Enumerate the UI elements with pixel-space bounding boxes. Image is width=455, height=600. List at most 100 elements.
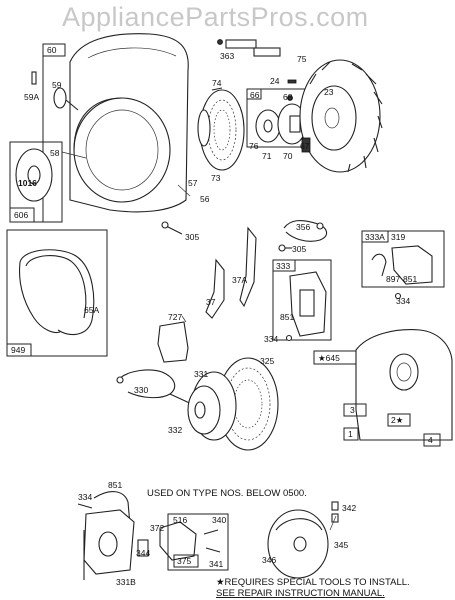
leader-342 (329, 515, 337, 531)
starter-handle (53, 87, 67, 109)
flywheel-fins (309, 61, 383, 173)
part-345-hub (293, 536, 307, 552)
label-70: 70 (283, 151, 293, 161)
label-4: 4 (428, 435, 433, 445)
label-1016: 1016 (18, 178, 37, 188)
box-333a (361, 230, 445, 288)
label-375: 375 (177, 556, 191, 566)
starter-shade (73, 97, 123, 151)
link-330 (119, 369, 176, 399)
label-71: 71 (262, 151, 272, 161)
watermark-text: AppliancePartsPros.com (62, 2, 369, 32)
part-340 (203, 529, 219, 535)
label-851c: 851 (108, 480, 122, 490)
wire-terminal (316, 222, 324, 230)
wire-356 (283, 219, 328, 242)
tools-note-line1: ★REQUIRES SPECIAL TOOLS TO INSTALL. (216, 577, 410, 588)
label-346: 346 (262, 555, 276, 565)
part-342a (331, 501, 339, 511)
label-59a: 59A (24, 92, 39, 102)
label-330: 330 (134, 385, 148, 395)
screw-305b (278, 244, 286, 252)
label-333a: 333A (365, 232, 385, 242)
leader-58 (61, 151, 87, 159)
label-325: 325 (260, 356, 274, 366)
magnet-67 (301, 137, 311, 153)
bracket-363 (225, 39, 257, 49)
tools-note-line2: SEE REPAIR INSTRUCTION MANUAL. (216, 588, 385, 599)
label-box-1 (343, 427, 359, 441)
label-37a: 37A (232, 275, 247, 285)
box-516-group (167, 513, 229, 571)
box-1016 (9, 141, 63, 223)
part-341 (205, 547, 221, 553)
label-box-66 (246, 88, 262, 100)
label-75: 75 (297, 54, 307, 64)
label-305a: 305 (185, 232, 199, 242)
rewind-starter (73, 97, 171, 203)
plate-727 (157, 321, 189, 363)
screen-clip (197, 109, 211, 147)
label-342: 342 (342, 503, 356, 513)
screw-head-305a (161, 221, 169, 229)
box-333 (272, 259, 332, 341)
starter-rope (65, 99, 79, 111)
part-76-hole (263, 119, 273, 133)
label-65a: 65A (84, 305, 99, 315)
label-606: 606 (14, 210, 28, 220)
ignition-module-group: 333A 319 897 851 334 (361, 230, 445, 306)
bracket-37 (205, 258, 225, 319)
armature-group: 333 851 334 (264, 259, 332, 344)
label-851a: 851 (280, 312, 294, 322)
label-box-2 (387, 413, 411, 427)
label-74: 74 (212, 78, 222, 88)
label-box-949 (6, 343, 32, 357)
part-516 (159, 521, 197, 561)
washer-hole (27, 165, 41, 185)
label-334a: 334 (264, 334, 278, 344)
type-note: USED ON TYPE NOS. BELOW 0500. (147, 488, 307, 499)
wire-851c (93, 491, 133, 549)
label-box-333 (272, 259, 296, 272)
leader-57 (177, 184, 191, 197)
label-box-3 (343, 403, 367, 417)
label-3: 3 (350, 405, 355, 415)
label-333: 333 (276, 261, 290, 271)
starter-inner-ring (85, 109, 159, 191)
module-319 (391, 245, 433, 285)
label-67: 67 (300, 141, 310, 151)
label-334c: 334 (78, 492, 92, 502)
leader-727 (181, 315, 187, 323)
crankcase-bore-inner (396, 362, 412, 382)
housing-edge (87, 47, 177, 59)
breather-tube-group: 65A 949 (6, 229, 108, 357)
label-341: 341 (209, 559, 223, 569)
label-356: 356 (296, 222, 310, 232)
tube-65a-loop (18, 261, 61, 334)
screw-305a (165, 225, 183, 235)
screw-334a (285, 334, 293, 342)
governor-and-screen-group: 727 325 330 331 332 (116, 312, 279, 451)
label-340: 340 (212, 515, 226, 525)
screen-mesh (207, 99, 237, 161)
label-334b: 334 (396, 296, 410, 306)
label-516: 516 (173, 515, 187, 525)
label-345: 345 (334, 540, 348, 550)
label-949: 949 (11, 345, 25, 355)
label-37: 37 (206, 297, 216, 307)
label-1: 1 (348, 429, 353, 439)
label-60: 60 (47, 45, 57, 55)
blower-housing-group: 60 59 59A 58 1016 606 57 56 305 (9, 33, 210, 242)
flywheel-hub (311, 85, 357, 151)
label-23: 23 (324, 87, 334, 97)
armature-coil (299, 289, 315, 317)
screw-334c (77, 503, 93, 509)
label-331: 331 (194, 369, 208, 379)
label-58: 58 (50, 148, 60, 158)
label-305b: 305 (292, 244, 306, 254)
box-949 (6, 229, 108, 357)
part-345-edge (275, 518, 323, 531)
label-344: 344 (136, 548, 150, 558)
label-645: ★645 (318, 353, 340, 363)
